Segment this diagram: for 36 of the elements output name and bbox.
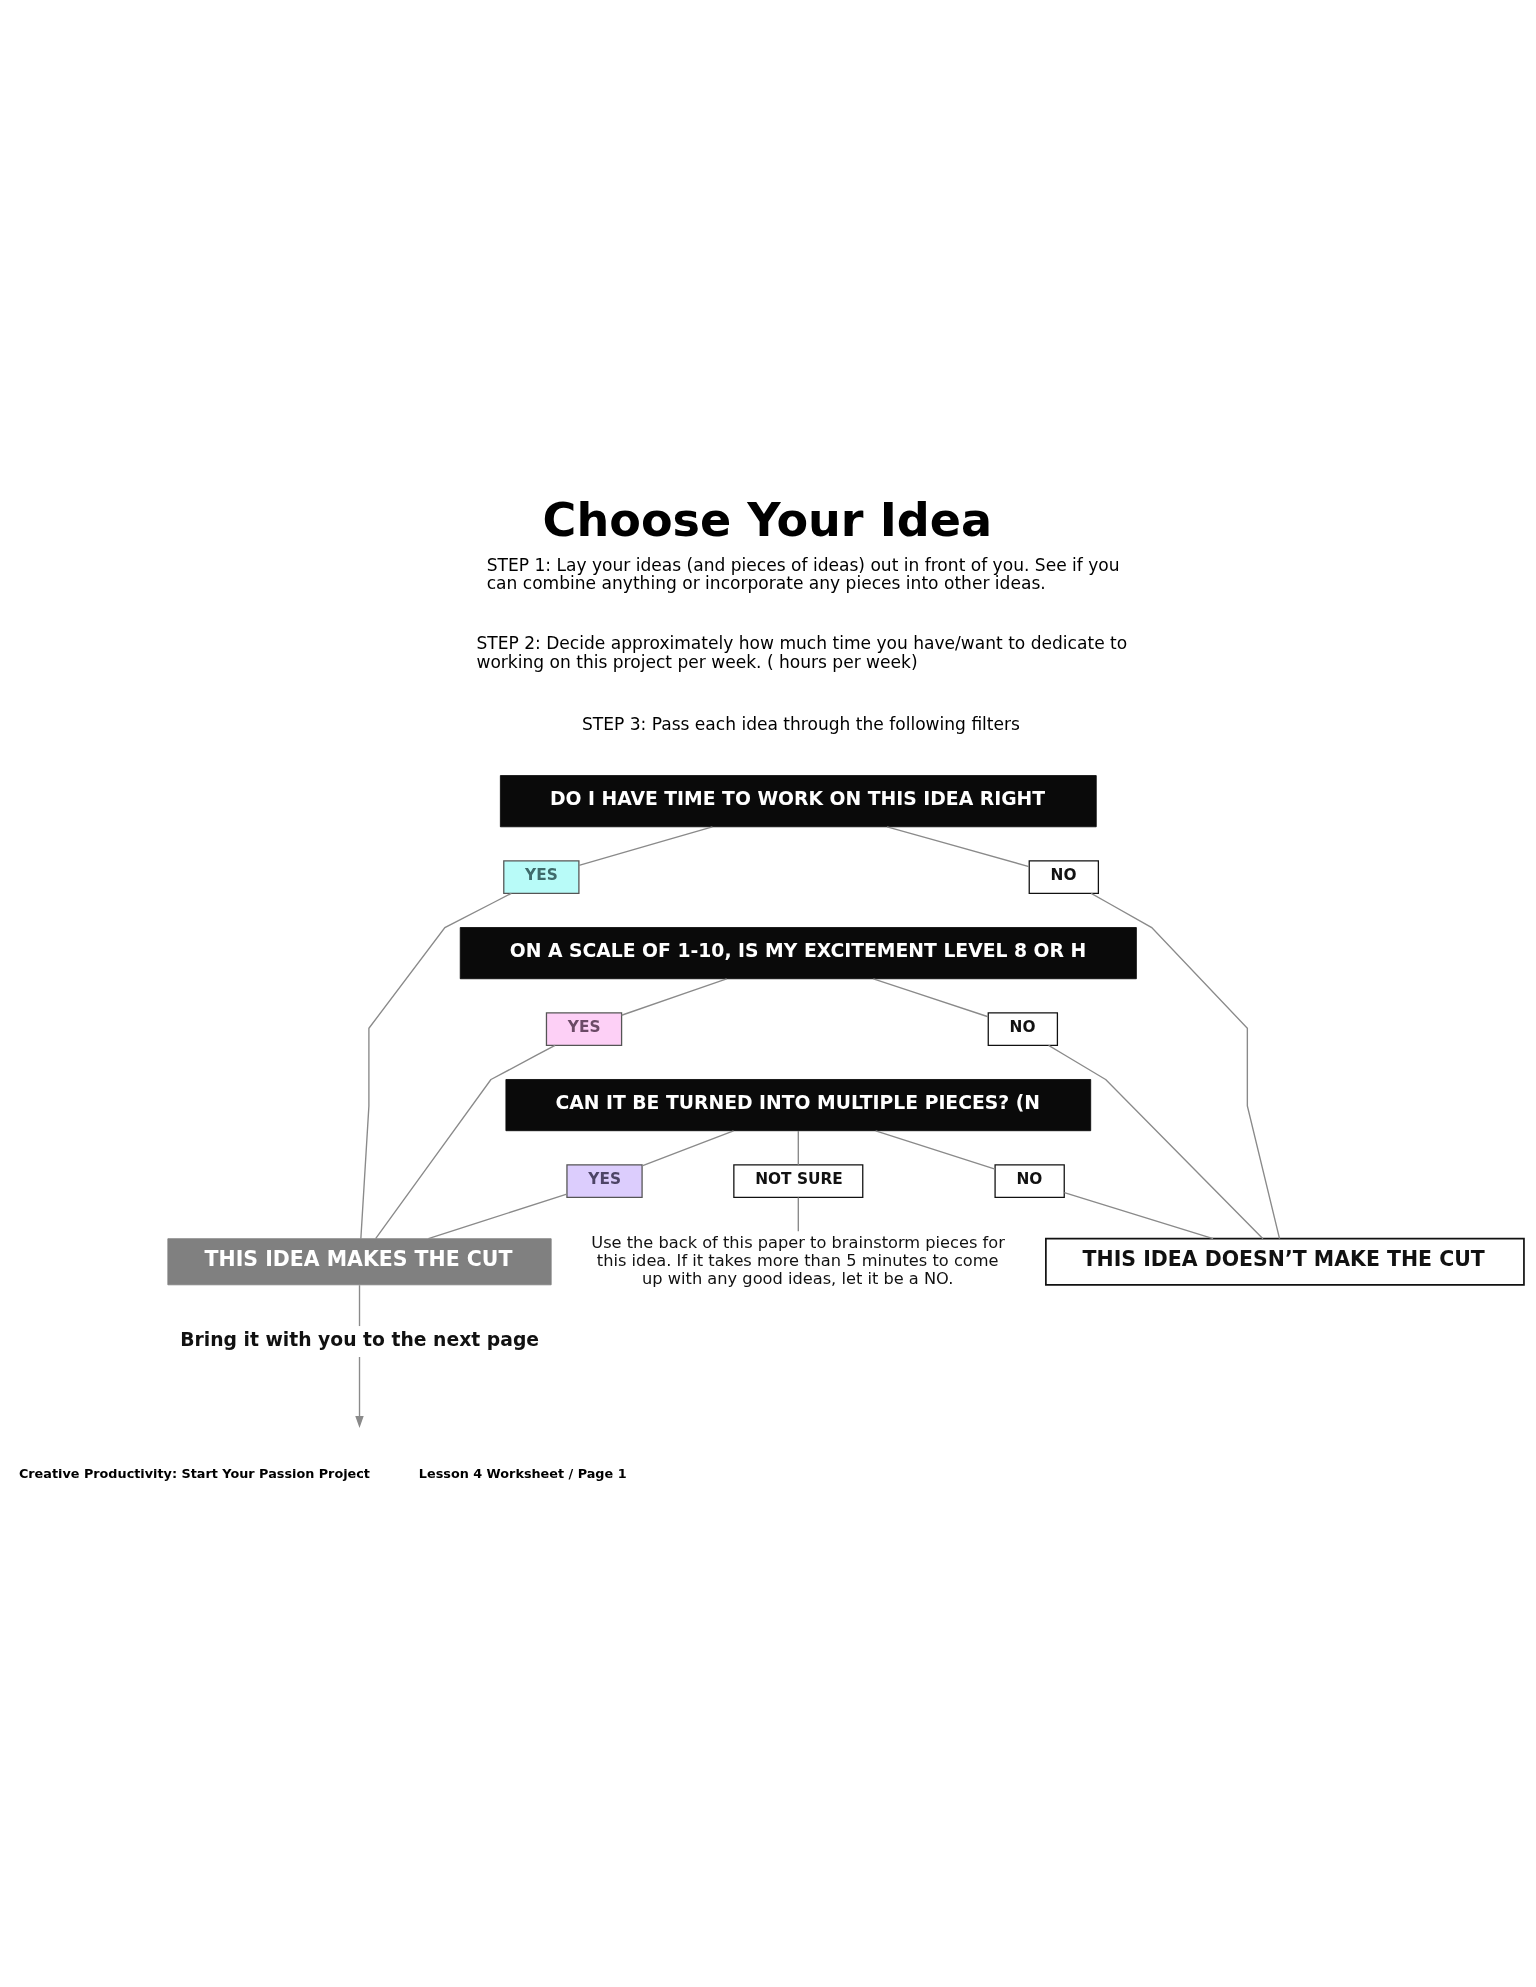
node-box: NOT SURE	[733, 1163, 864, 1198]
connector	[360, 892, 513, 1239]
node-text: Bring it with you to the next page	[180, 1328, 540, 1349]
connector	[1090, 892, 1281, 1239]
node-box: NO	[994, 1163, 1065, 1198]
node-box: NO	[987, 1011, 1059, 1046]
node-box: THIS IDEA DOESN’T MAKE THE CUT	[1045, 1237, 1525, 1286]
connector	[797, 1129, 799, 1166]
node-box: CAN IT BE TURNED INTO MULTIPLE PIECES? (N	[505, 1078, 1092, 1131]
node-box: NO	[1028, 859, 1100, 894]
node-box: DO I HAVE TIME TO WORK ON THIS IDEA RIGHT	[499, 774, 1097, 827]
node-box: YES	[503, 859, 580, 894]
label: STEP 1: Lay your ideas (and pieces of ideas) out in front of you. See if you can combine anything or incorporate any pieces into other ideas.	[486, 554, 1120, 593]
connector	[886, 825, 1030, 867]
node-box: ON A SCALE OF 1-10, IS MY EXCITEMENT LEVEL 8 OR H	[459, 926, 1137, 979]
label: Lesson 4 Worksheet / Page 1	[418, 1465, 627, 1481]
connector	[374, 1044, 556, 1239]
node-box: YES	[566, 1163, 643, 1198]
label: STEP 2: Decide approximately how much time you have/want to dedicate to working on this project per week. ( hours per week)	[476, 632, 1128, 672]
connector	[620, 977, 728, 1016]
connector	[641, 1129, 735, 1166]
label: STEP 3: Pass each idea through the following filters	[581, 713, 1020, 734]
connector	[427, 1192, 568, 1239]
node-text: Use the back of this paper to brainstorm pieces for this idea. If it takes more than 5 minutes to come up with any good ideas, let it be a NO.	[591, 1232, 1005, 1288]
connector	[358, 1284, 361, 1327]
connector	[797, 1196, 799, 1232]
node-box: THIS IDEA MAKES THE CUT	[167, 1237, 552, 1285]
connector	[578, 825, 714, 866]
connector	[1047, 1044, 1264, 1239]
arrow	[355, 1355, 364, 1428]
connector	[875, 1129, 996, 1170]
label: Creative Productivity: Start Your Passion Project	[18, 1465, 370, 1481]
connector	[872, 977, 989, 1017]
diagram-title: Choose Your Idea	[542, 492, 993, 547]
node-box: YES	[545, 1011, 623, 1046]
connector	[1063, 1191, 1214, 1239]
